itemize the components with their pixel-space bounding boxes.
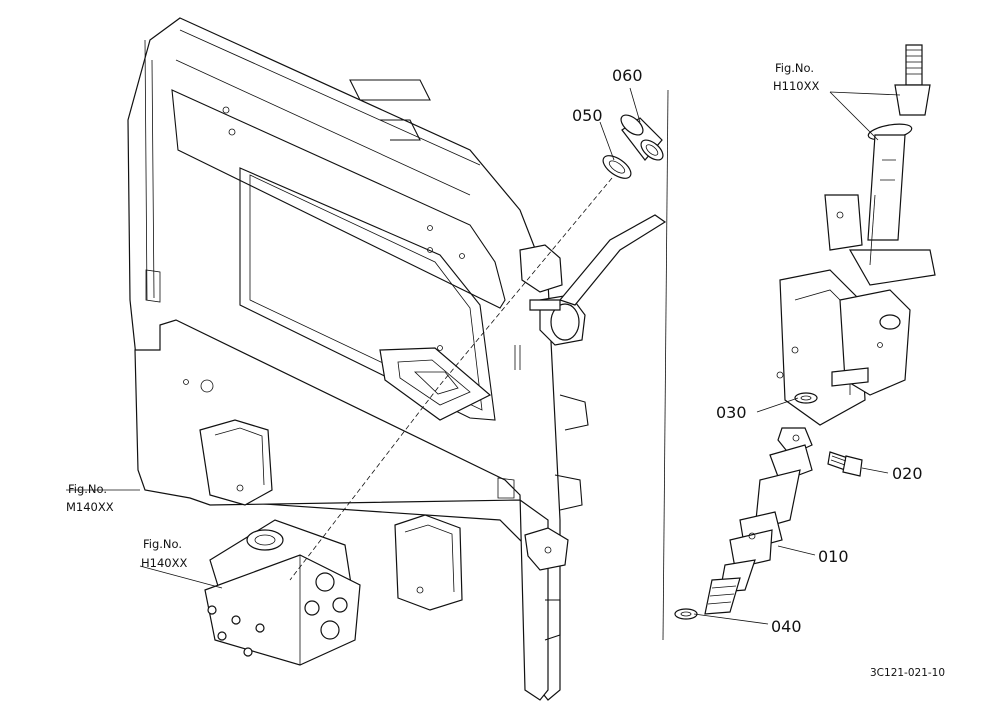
leader-lines <box>66 87 901 625</box>
fig-ref-h140-label: Fig.No. <box>143 537 182 551</box>
steering-column-h110 <box>776 44 936 426</box>
bolt-020 <box>827 451 863 477</box>
fig-ref-h140-code: H140XX <box>141 556 187 570</box>
bearing-060 <box>620 114 664 161</box>
callout-labels: 060 050 030 020 010 040 <box>572 66 923 636</box>
assembly-centerline <box>289 177 613 581</box>
nut-040 <box>674 608 698 620</box>
washer-030 <box>794 392 818 404</box>
seal-050 <box>602 155 632 179</box>
callout-010: 010 <box>818 547 849 566</box>
drawing-number: 3C121-021-10 <box>870 667 945 679</box>
frame-panel <box>127 17 667 701</box>
steering-unit-h140 <box>204 519 361 666</box>
callout-030: 030 <box>716 403 747 422</box>
separator-line <box>662 89 669 641</box>
fig-ref-m140-code: M140XX <box>66 500 114 514</box>
callout-060: 060 <box>612 66 643 85</box>
fig-ref-h110-code: H110XX <box>773 79 819 93</box>
fig-ref-m140-label: Fig.No. <box>68 482 107 496</box>
callout-040: 040 <box>771 617 802 636</box>
callout-050: 050 <box>572 106 603 125</box>
callout-020: 020 <box>892 464 923 483</box>
universal-joint-010 <box>704 427 813 615</box>
figure-references: Fig.No. H110XX Fig.No. M140XX Fig.No. H1… <box>66 61 819 570</box>
fig-ref-h110-label: Fig.No. <box>775 61 814 75</box>
